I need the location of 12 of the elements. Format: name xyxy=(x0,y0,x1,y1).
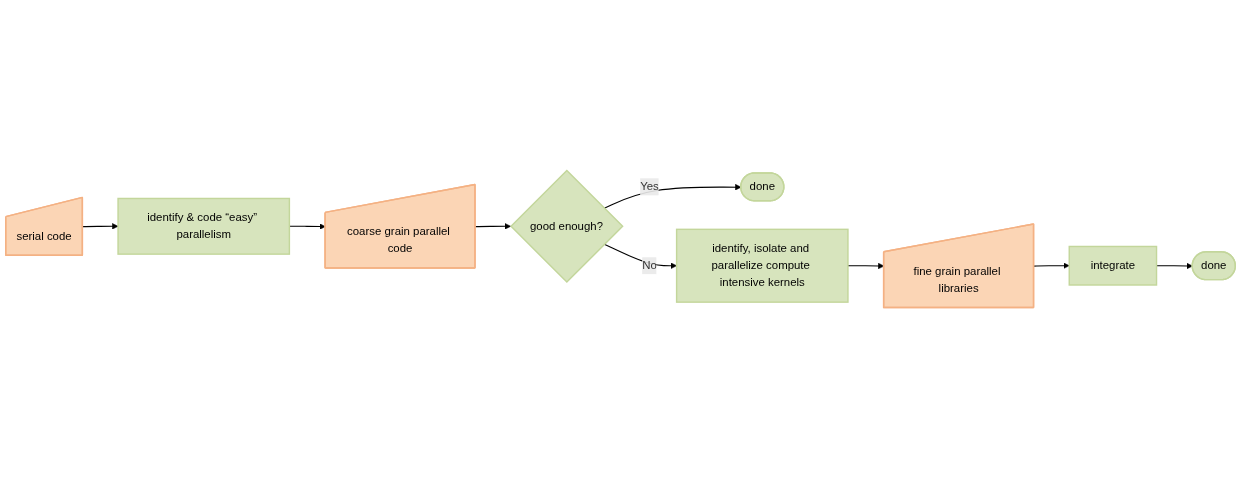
arrow xyxy=(82,223,119,230)
edge-label: Yes xyxy=(640,180,659,193)
node-box: integrate xyxy=(1068,245,1158,286)
node-box: identify & code “easy” parallelism xyxy=(117,197,291,255)
edge-label: No xyxy=(642,259,657,272)
arrow xyxy=(1033,262,1070,269)
arrow xyxy=(847,262,885,270)
node-box: identify, isolate and parallelize compute intensive kernels xyxy=(675,228,849,303)
node-diamond: good enough? xyxy=(510,169,624,284)
arrow xyxy=(1156,262,1193,270)
arrow xyxy=(474,223,511,230)
arrow xyxy=(603,243,677,269)
